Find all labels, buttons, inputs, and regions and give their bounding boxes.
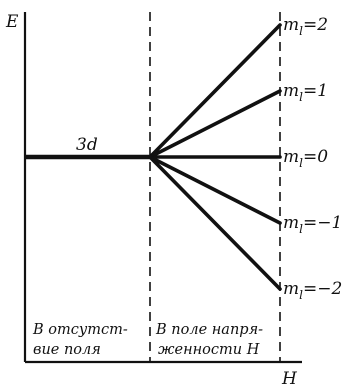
no-field-caption-line1: В отсутст- [32,322,128,338]
field-axis-label: H [281,369,298,388]
quantum-symbol-subscript: l [299,156,303,170]
in-field-caption-line1: В поле напря- [155,322,263,338]
sublevel-value: =−1 [303,213,342,233]
sublevel-label-mminus1: ml=−1 [283,213,342,236]
region-captions: В отсутст- вие поля В поле напря- женнос… [32,322,263,358]
quantum-symbol-base: m [283,15,299,35]
quantum-symbol-base: m [283,213,299,233]
region-dividers [149,12,281,362]
quantum-symbol-subscript: l [299,222,303,236]
sublevel-value: =1 [303,81,328,101]
sublevel-line-m1 [148,89,282,159]
sublevel-label-mminus2: ml=−2 [283,279,342,302]
quantum-symbol-base: m [283,147,299,167]
sublevel-label-m1: ml=1 [283,81,328,104]
quantum-symbol-subscript: l [299,90,303,104]
sublevel-label-m2: ml=2 [283,15,328,38]
sublevel-line-m2 [148,23,282,159]
no-field-caption-line2: вие поля [33,342,101,358]
quantum-symbol-subscript: l [299,288,303,302]
sublevel-value: =−2 [303,279,342,299]
3d-level-label: 3d [76,135,98,155]
sublevel-label-m0: ml=0 [283,147,328,170]
sublevel-labels: ml=2ml=1ml=0ml=−1ml=−2 [283,15,342,302]
sublevel-value: =0 [303,147,328,167]
sublevel-value: =2 [303,15,328,35]
quantum-symbol-base: m [283,81,299,101]
quantum-symbol-base: m [283,279,299,299]
sublevel-lines [148,23,282,291]
sublevel-line-mminus1 [148,155,282,225]
quantum-symbol-subscript: l [299,24,303,38]
sublevel-line-mminus2 [148,155,282,291]
axes [23,12,302,364]
energy-axis-label: E [5,12,19,32]
in-field-caption-line2: женности H [158,342,260,358]
